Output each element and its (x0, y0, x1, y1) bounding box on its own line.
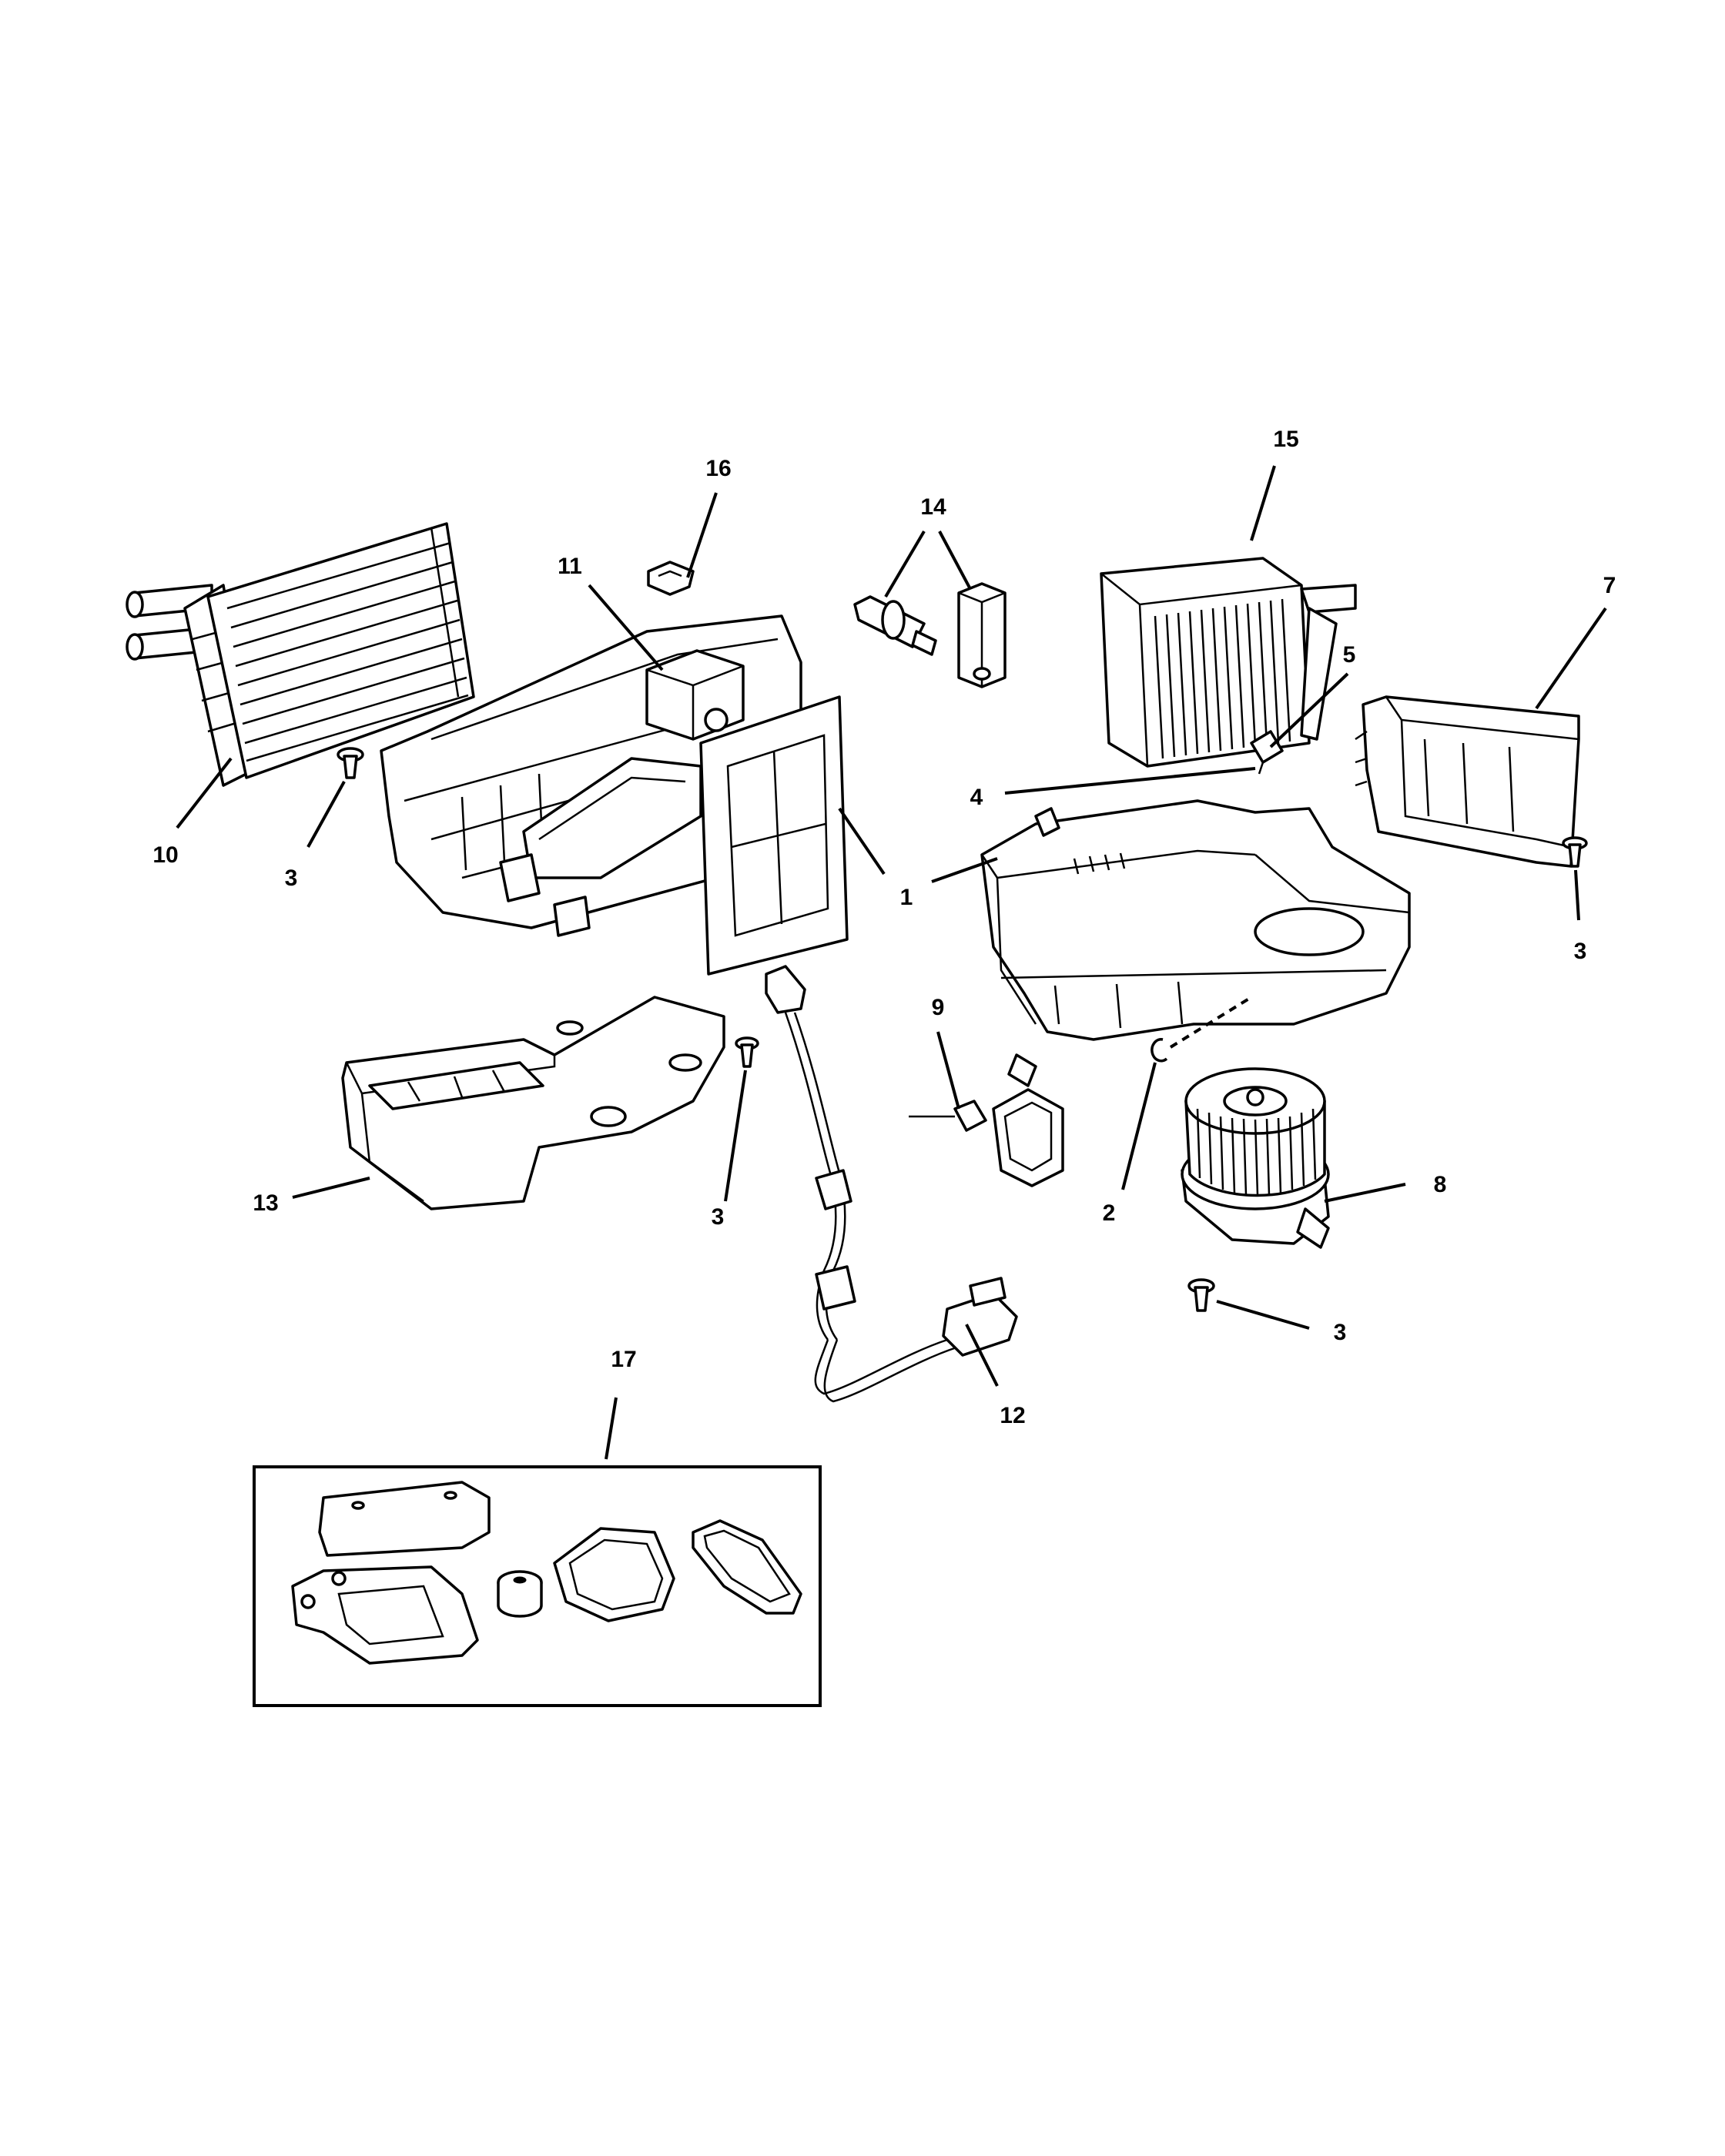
callout-3b: 3 (712, 1204, 725, 1230)
seal-kit-illustration (291, 1481, 802, 1665)
actuator-illustration (645, 649, 745, 741)
callout-12: 12 (1000, 1403, 1025, 1428)
leader-16 (686, 492, 718, 578)
leader-1-left (838, 807, 886, 875)
leader-5 (1269, 672, 1349, 748)
leader-2-dash (1169, 996, 1253, 1049)
wiring-harness-illustration (765, 965, 1018, 1403)
callout-10: 10 (152, 842, 178, 868)
callout-17: 17 (611, 1347, 636, 1372)
callout-3a: 3 (285, 865, 298, 891)
callout-3c: 3 (1574, 939, 1587, 964)
leader-3b (724, 1070, 747, 1202)
callout-2: 2 (1103, 1200, 1116, 1226)
leader-3d (1216, 1300, 1310, 1330)
callout-4: 4 (970, 785, 983, 810)
leader-13 (292, 1177, 370, 1199)
callout-5: 5 (1343, 642, 1356, 668)
leader-14-sleeve (938, 531, 972, 590)
callout-9: 9 (932, 995, 945, 1020)
screw-illustration-c (1562, 836, 1588, 868)
seal-kit-box (253, 1465, 822, 1707)
leader-11 (588, 584, 664, 671)
leader-4 (1004, 767, 1256, 795)
expansion-valve-illustration (853, 595, 937, 656)
leader-lines (176, 465, 1607, 1460)
callout-15: 15 (1273, 427, 1298, 452)
blower-resistor-illustration (909, 1053, 1064, 1187)
callout-11: 11 (558, 554, 582, 579)
leader-12 (965, 1324, 999, 1387)
callout-7: 7 (1603, 573, 1616, 598)
leader-3a (306, 781, 346, 848)
screw-illustration-a (337, 747, 364, 779)
clip-illustration (647, 561, 695, 596)
valve-sleeve-illustration (957, 582, 1007, 688)
air-distribution-duct-illustration (341, 996, 725, 1210)
leader-7 (1535, 607, 1607, 710)
leader-15 (1250, 465, 1276, 541)
recirculation-door-housing-illustration (1355, 695, 1580, 868)
leader-14-valve (884, 530, 926, 598)
leader-2 (1121, 1062, 1157, 1190)
leader-9 (936, 1031, 960, 1110)
leader-17 (605, 1397, 618, 1460)
callout-1: 1 (900, 885, 913, 910)
blower-motor-illustration (1181, 1067, 1330, 1249)
heater-core-illustration (126, 522, 475, 787)
evaporator-core-illustration (1100, 557, 1357, 768)
callout-3d: 3 (1334, 1320, 1347, 1345)
leader-3c (1574, 869, 1580, 921)
callout-16: 16 (705, 456, 731, 481)
screw-illustration-b (735, 1036, 759, 1068)
leader-8 (1324, 1183, 1406, 1203)
callout-13: 13 (253, 1190, 278, 1216)
callout-8: 8 (1434, 1172, 1447, 1197)
blower-housing-illustration (980, 799, 1411, 1041)
callout-14: 14 (920, 494, 946, 520)
leader-10 (176, 757, 233, 829)
retaining-clip-illustration (1151, 1038, 1168, 1063)
sensor-illustration (1250, 730, 1284, 775)
leader-1-right (931, 857, 998, 883)
callout-labels: 16 14 15 11 7 5 4 10 3 1 3 9 8 13 3 2 3 … (152, 427, 1616, 1428)
screw-illustration-d (1187, 1278, 1215, 1312)
